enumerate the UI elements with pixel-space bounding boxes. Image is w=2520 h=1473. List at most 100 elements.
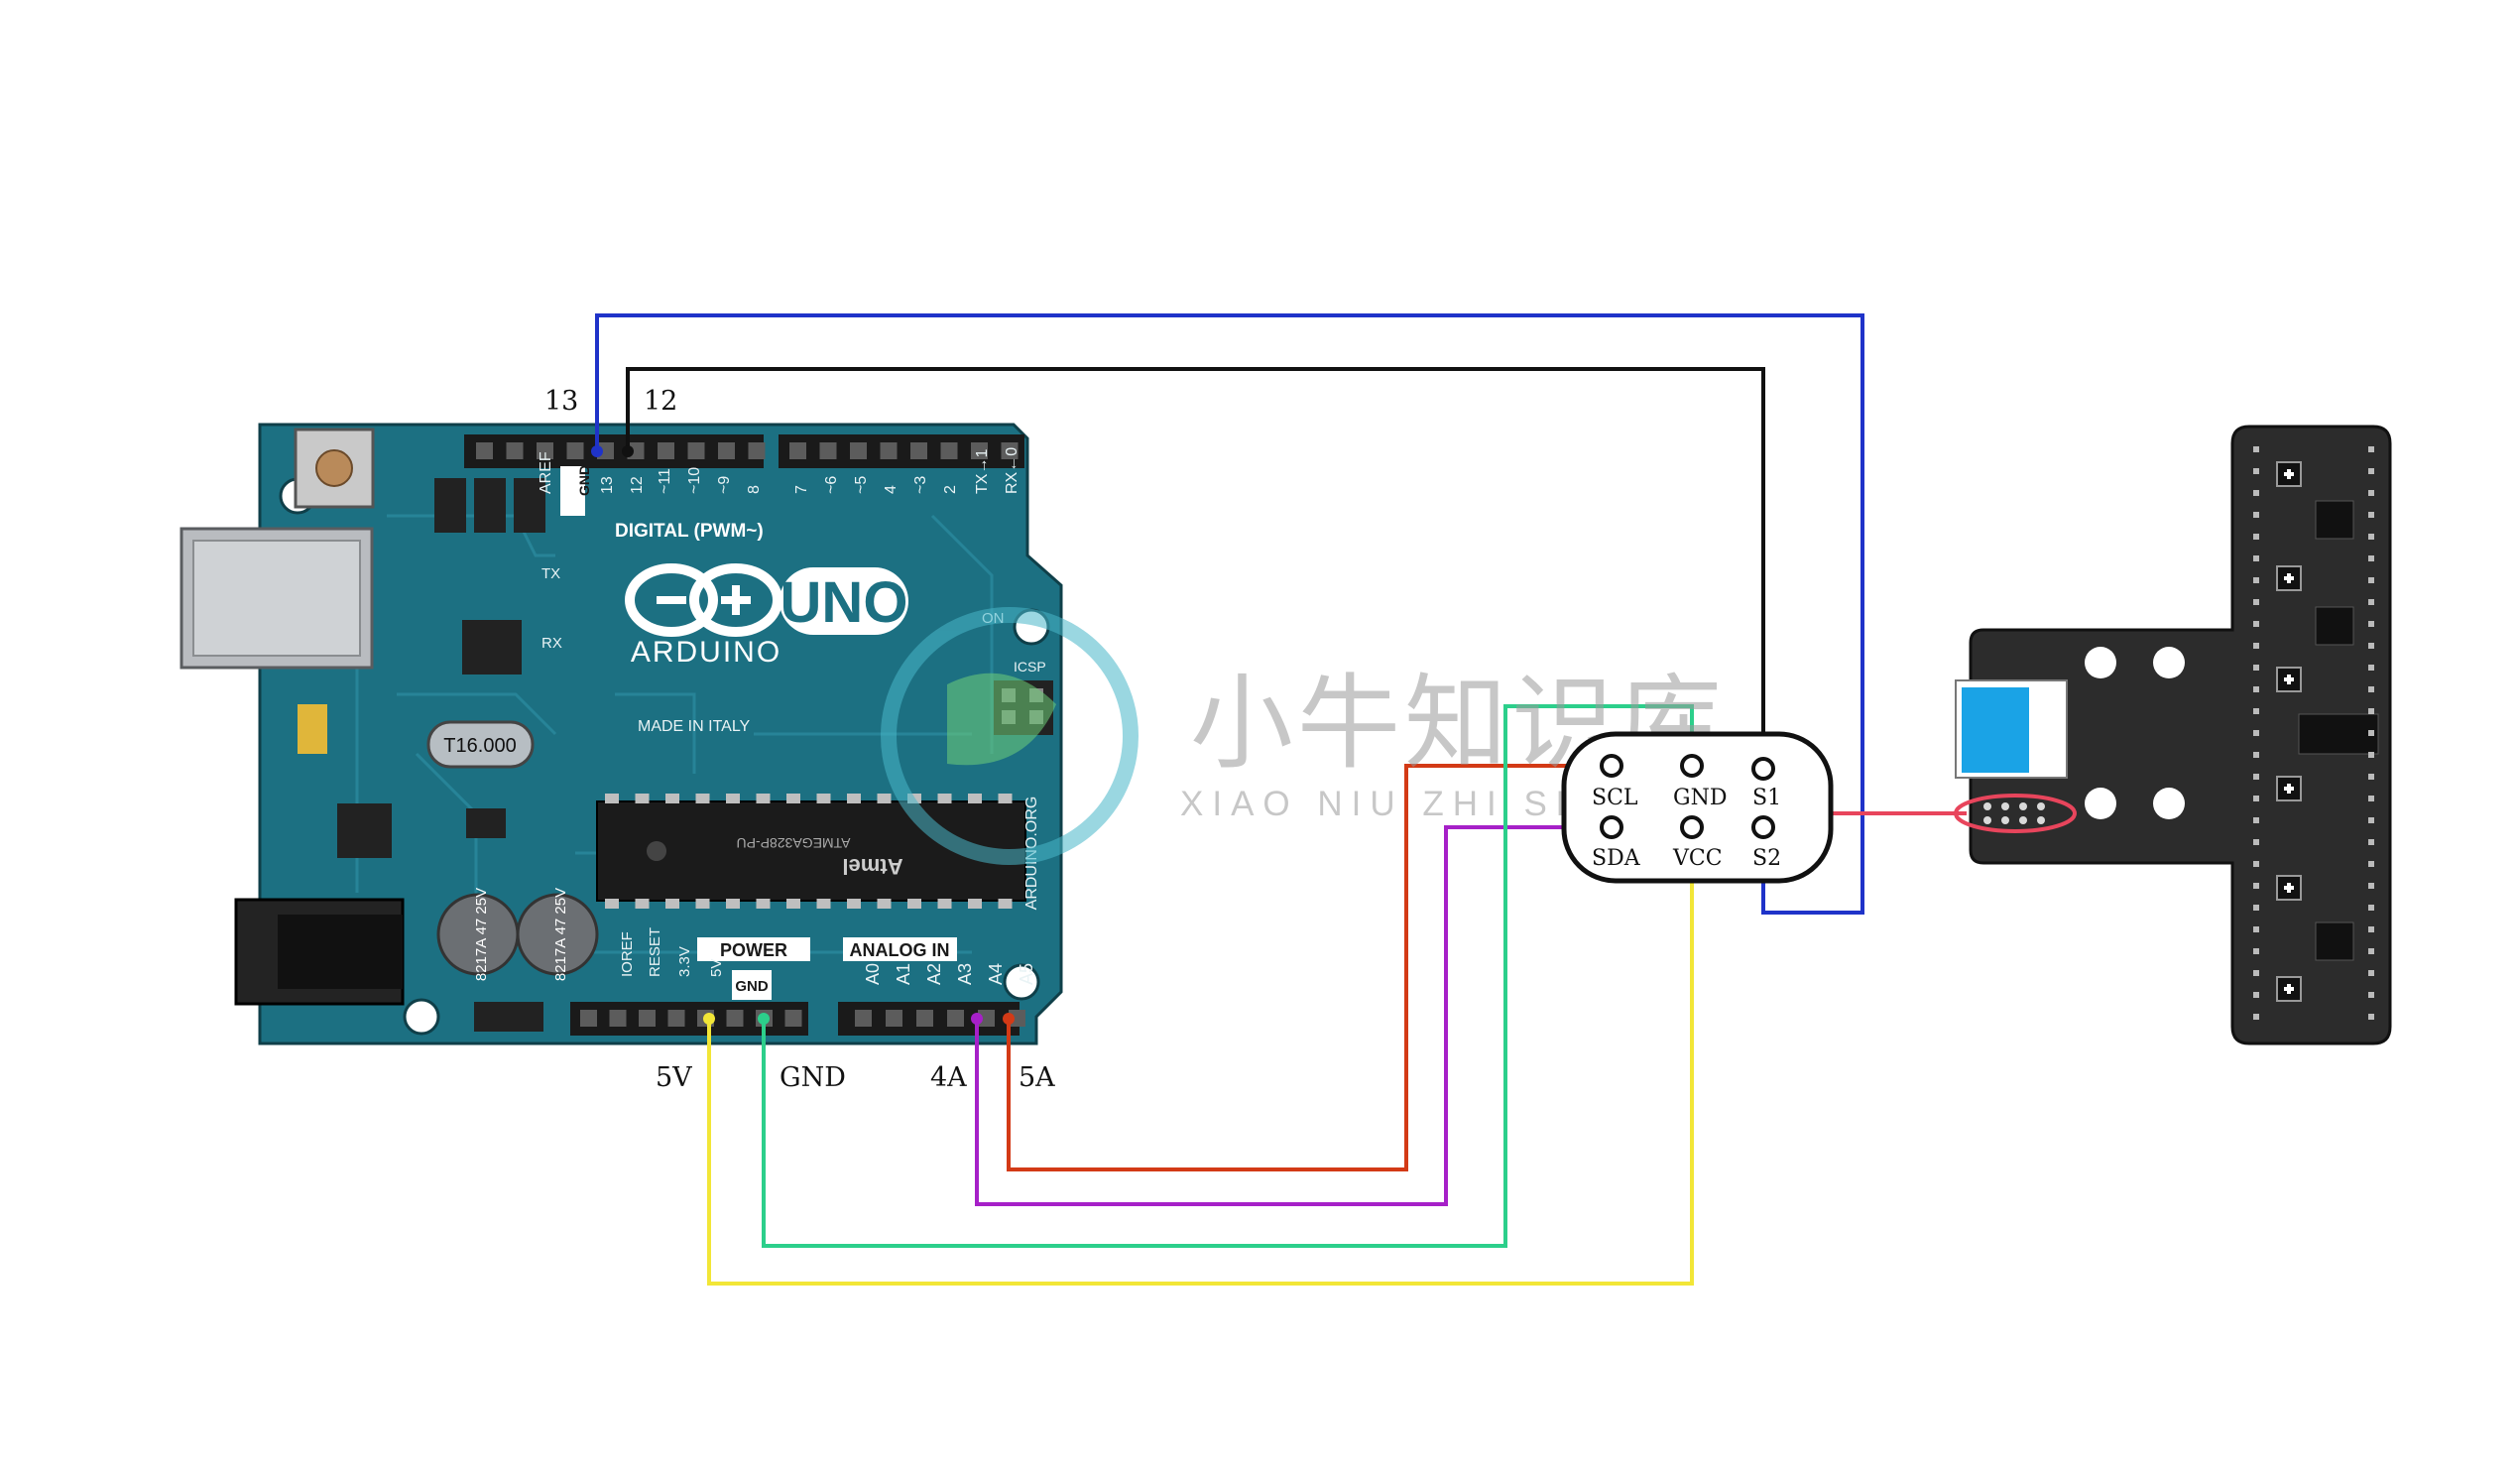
digital-pin-label: 2 (942, 485, 959, 494)
digital-pin-label: ~6 (823, 476, 840, 494)
s2-pin (1751, 815, 1775, 839)
wire-endpoints (591, 445, 1015, 1025)
watermark-logo-icon (947, 673, 1056, 766)
wires (595, 313, 1967, 1286)
s1-label: S1 (1752, 786, 1781, 810)
header-hole (537, 442, 553, 459)
header-hole (609, 1010, 627, 1027)
capacitor-right: 8217A 47 25V (516, 888, 599, 981)
capacitor-right-label: 8217A 47 25V (552, 888, 569, 981)
pin-12-label: 12 (644, 386, 677, 417)
header-hole (947, 1010, 964, 1027)
wire-yellow-5v-vcc (707, 827, 1694, 1286)
pin-5v-label: 5V (656, 1062, 692, 1093)
digital-pin-label: 8 (746, 485, 763, 494)
mounting-hole (403, 998, 440, 1036)
digital-pin-label: 4 (883, 485, 900, 494)
gnd-label: GND (1673, 786, 1727, 810)
digital-pin-label: 7 (793, 485, 810, 494)
digital-gnd-label: GND (576, 465, 592, 496)
power-gnd-label: GND (735, 978, 769, 995)
pin-4a-label: 4A (930, 1062, 967, 1093)
analog-pin-label: A3 (955, 963, 975, 985)
header-hole (910, 442, 927, 459)
digital-pin-label: ~3 (912, 476, 929, 494)
header-hole (718, 442, 735, 459)
line-tracking-sensor-board (1954, 425, 2392, 1045)
arduino-uno-board: T16.000 8217A 47 25V 8217A 47 25V UNO AR… (180, 423, 1063, 1045)
header-hole (940, 442, 958, 459)
analog-pin-label: A5 (1017, 963, 1036, 985)
power-pin-label: RESET (647, 927, 663, 977)
digital-pin-label: ~9 (716, 476, 733, 494)
wire-black-pin12-s1 (626, 367, 1765, 769)
digital-pin-label: ~11 (657, 468, 673, 494)
digital-pin-label: 12 (629, 476, 646, 494)
digital-pin-label: TX→1 (974, 449, 991, 494)
s1-pin (1751, 757, 1775, 781)
digital-pin-label: ~5 (853, 476, 870, 494)
pin-13-label: 13 (544, 386, 578, 417)
scl-label: SCL (1592, 786, 1638, 810)
power-jack (234, 898, 405, 1006)
gnd-pin (1680, 754, 1704, 778)
header-hole (978, 1010, 995, 1027)
sensor-connector (1955, 679, 2068, 779)
s2-label: S2 (1752, 846, 1781, 871)
wire-green-gnd (762, 704, 1694, 1248)
wire-red-a5-scl (1007, 764, 1612, 1171)
arduino-brand-text: ARDUINO (631, 636, 781, 669)
header-hole (1001, 442, 1019, 459)
power-pin-label: IOREF (619, 931, 636, 977)
pin-labels: 13 12 5V GND 4A 5A (544, 386, 1055, 1093)
analog-pin-label: A4 (986, 963, 1006, 985)
tx-led-label: TX (541, 565, 560, 582)
digital-pin-label: 13 (599, 476, 616, 494)
chip-brand-label: Atmel (842, 854, 902, 879)
usb-port (180, 527, 374, 670)
wire-purple-a4-sda (975, 825, 1612, 1206)
sensor-header-highlight (1954, 794, 2077, 833)
atmega-chip: ATMEGA328P-PU Atmel (596, 794, 1026, 909)
power-pin-label: 3.3V (676, 946, 693, 977)
arduino-logo: UNO ARDUINO (625, 563, 908, 669)
header-hole (566, 442, 584, 459)
connector-module: SCL GND S1 SDA VCC S2 (1561, 731, 1834, 884)
header-hole (971, 442, 988, 459)
power-pin-label: 5V (708, 959, 725, 977)
sda-label: SDA (1592, 846, 1641, 871)
analog-pin-label: A0 (863, 963, 883, 985)
header-hole (687, 442, 705, 459)
watermark-logo-ring (881, 607, 1139, 865)
header-hole (580, 1010, 597, 1027)
header-hole (855, 1010, 872, 1027)
reset-button (294, 428, 375, 509)
analog-header-label: ANALOG IN (850, 940, 950, 960)
header-hole (819, 442, 837, 459)
header-hole (916, 1010, 933, 1027)
digital-pin-label: RX←0 (1004, 447, 1020, 494)
header-hole (784, 1010, 802, 1027)
crystal-label: T16.000 (443, 735, 516, 757)
chip-name-label: ATMEGA328P-PU (737, 835, 851, 851)
capacitor-left-label: 8217A 47 25V (473, 888, 490, 981)
pin-5a-label: 5A (1019, 1062, 1055, 1093)
analog-pin-label: A1 (894, 963, 913, 985)
vcc-pin (1680, 815, 1704, 839)
analog-pin-label: A2 (924, 963, 944, 985)
digital-pin-label: AREF (538, 451, 554, 494)
digital-header-label: DIGITAL (PWM~) (615, 521, 764, 542)
header-hole (658, 442, 674, 459)
header-hole (850, 442, 867, 459)
header-hole (639, 1010, 656, 1027)
digital-pin-label: ~10 (686, 467, 703, 494)
header-hole (667, 1010, 685, 1027)
header-hole (880, 442, 898, 459)
uno-logo-text: UNO (780, 570, 908, 635)
power-header-label: POWER (720, 940, 787, 960)
icsp-label: ICSP (1014, 659, 1046, 675)
vcc-label: VCC (1672, 846, 1723, 871)
header-hole (476, 442, 493, 459)
header-hole (886, 1010, 902, 1027)
